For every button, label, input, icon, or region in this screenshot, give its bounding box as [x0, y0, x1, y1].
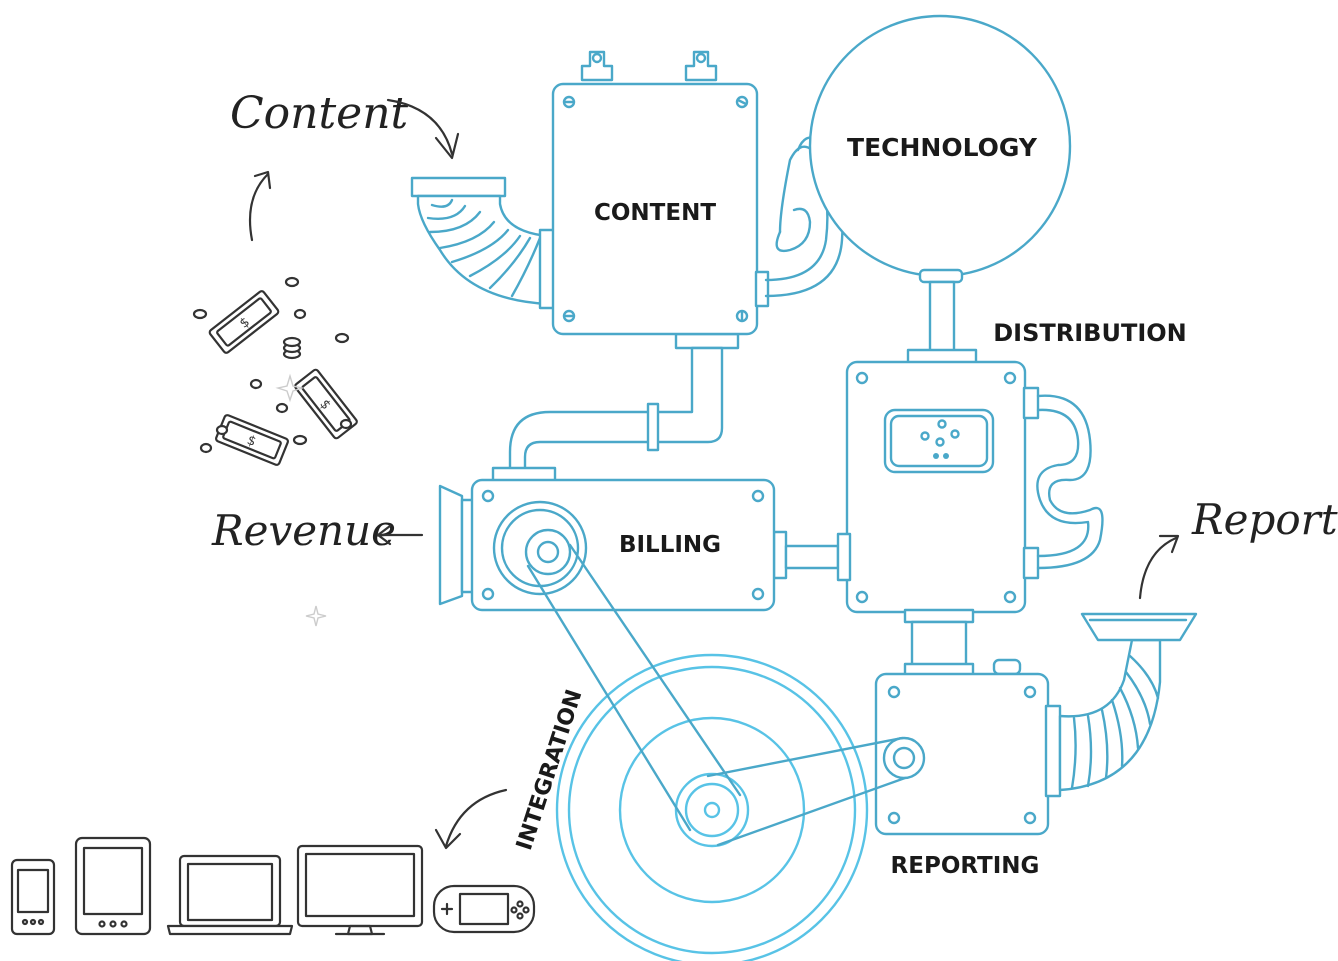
billing-distribution-connector	[772, 530, 852, 582]
distribution-label: DISTRIBUTION	[993, 319, 1187, 347]
devices-row	[10, 836, 536, 936]
smartphone-icon	[10, 858, 56, 936]
technology-sphere: TECHNOLOGY	[808, 14, 1072, 278]
content-to-billing-pipe	[491, 332, 740, 484]
money-icon-group: $ $ $	[192, 276, 358, 627]
banknote-icon: $	[294, 368, 358, 440]
content-box-label: CONTENT	[594, 200, 716, 226]
laptop-icon	[166, 854, 294, 936]
sparkle-icon	[305, 605, 327, 627]
banknote-icon: $	[215, 414, 289, 466]
distribution-to-reporting-pipe	[903, 608, 1022, 678]
coin-icon	[192, 276, 353, 454]
integration-label-group: INTEGRATION	[512, 687, 587, 854]
handheld-game-console-icon	[432, 884, 536, 934]
curved-arrow-icon	[386, 98, 454, 156]
coin-stack-icon	[282, 336, 302, 360]
banknote-icon: $	[208, 290, 280, 354]
reporting-box: REPORTING	[874, 672, 1050, 879]
technology-label: TECHNOLOGY	[847, 133, 1038, 162]
integration-label: INTEGRATION	[512, 687, 587, 854]
tablet-icon	[74, 836, 152, 936]
arrowhead-icon	[434, 132, 460, 160]
curved-arrow-icon	[1138, 536, 1178, 600]
distribution-loop-cable	[1022, 386, 1104, 580]
sparkle-icon	[275, 373, 305, 403]
integration-devices-arrow	[434, 788, 508, 850]
money-cycle-arrow	[248, 170, 272, 242]
technology-neck	[906, 268, 978, 366]
belt-billing-wheel	[526, 543, 742, 832]
reporting-label: REPORTING	[891, 853, 1040, 879]
curved-arrow-icon	[444, 788, 508, 848]
content-handwritten-label: Content	[230, 88, 409, 139]
billing-unit: BILLING	[438, 478, 776, 612]
desktop-monitor-icon	[296, 844, 424, 936]
distribution-box: DISTRIBUTION	[845, 319, 1187, 614]
reports-output-pipe	[1044, 612, 1198, 798]
billing-label: BILLING	[619, 532, 721, 558]
reports-handwritten-label: Reports	[1191, 495, 1338, 544]
content-input-annotation: Content	[230, 88, 460, 160]
reports-output-annotation: Reports	[1138, 495, 1338, 600]
content-intake-pipe	[410, 176, 556, 310]
revenue-output-annotation: Revenue	[211, 506, 424, 555]
content-box: CONTENT	[551, 50, 759, 336]
revenue-handwritten-label: Revenue	[211, 506, 396, 555]
belt-reporting-wheel	[706, 736, 907, 847]
up-arrow-icon	[248, 172, 270, 242]
